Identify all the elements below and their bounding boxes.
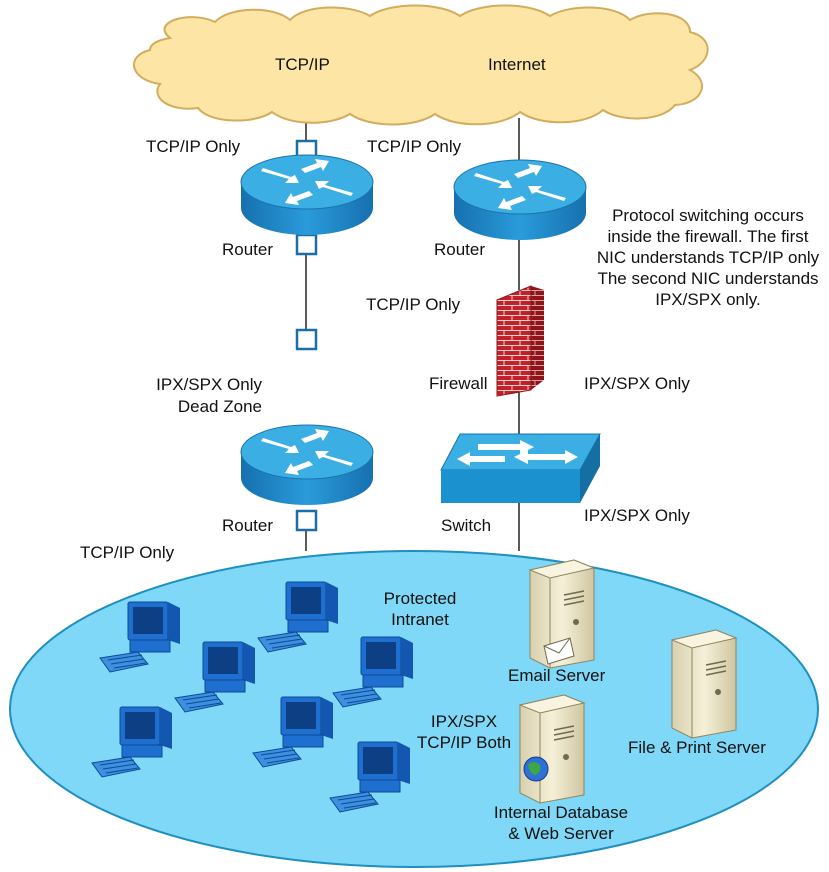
- left-bottom-protocol-label: TCP/IP Only: [80, 543, 175, 562]
- pc-icon: [174, 641, 255, 713]
- router-icon: [240, 424, 374, 505]
- left-router-top-label: Router: [222, 240, 274, 259]
- email-server-icon: [528, 559, 596, 669]
- intranet-title-line: Intranet: [391, 610, 449, 629]
- right-router-label: Router: [434, 240, 486, 259]
- pc-icon: [329, 741, 410, 813]
- switch-right-protocol-label: IPX/SPX Only: [584, 506, 690, 525]
- db-server-line: & Web Server: [508, 824, 614, 843]
- email-server-label: Email Server: [508, 666, 606, 685]
- pc-icon: [252, 696, 333, 768]
- right-top-protocol-label: TCP/IP Only: [367, 137, 462, 156]
- firewall-icon: [496, 285, 544, 397]
- note-line: NIC understands TCP/IP only: [596, 248, 820, 267]
- connection-lines: [305, 118, 520, 551]
- pc-icon: [332, 636, 413, 708]
- note-line: Protocol switching occurs: [612, 206, 804, 225]
- intranet-protocol-line: IPX/SPX: [430, 712, 498, 731]
- router-icon: [453, 159, 587, 240]
- file-print-server-icon: [670, 629, 738, 739]
- cloud-internet-label: Internet: [488, 55, 546, 74]
- protocol-switching-note: Protocol switching occurs inside the fir…: [588, 205, 828, 310]
- intranet-title-line: Protected: [383, 589, 457, 608]
- left-router-bottom-label: Router: [222, 516, 274, 535]
- left-router2-bottom-port: [295, 509, 318, 532]
- database-web-server-label: Internal Database & Web Server: [476, 802, 646, 844]
- router-icon: [240, 154, 374, 235]
- dead-zone-protocol-label: IPX/SPX Only: [156, 375, 262, 394]
- intranet-protocol-line: TCP/IP Both: [416, 733, 512, 752]
- pc-icons: [91, 581, 413, 813]
- firewall-right-protocol-label: IPX/SPX Only: [584, 374, 690, 393]
- pc-icon: [257, 581, 338, 653]
- dead-zone-label: Dead Zone: [177, 397, 262, 416]
- left-top-protocol-label: TCP/IP Only: [146, 137, 241, 156]
- cloud-protocol-label: TCP/IP: [275, 55, 330, 74]
- switch-icon: [440, 433, 601, 503]
- internet-cloud: [133, 4, 709, 126]
- switch-label: Switch: [441, 516, 492, 535]
- note-line: inside the firewall. The first: [607, 227, 809, 246]
- pc-icon: [99, 601, 180, 673]
- firewall-side-protocol-label: TCP/IP Only: [366, 295, 461, 314]
- pc-icon: [91, 706, 172, 778]
- left-router2-top-port: [295, 328, 318, 351]
- db-server-line: Internal Database: [493, 803, 629, 822]
- intranet-protocol-label: IPX/SPX TCP/IP Both: [404, 711, 524, 753]
- database-web-server-icon: [518, 694, 586, 804]
- protected-intranet-title: Protected Intranet: [370, 588, 470, 630]
- note-line: IPX/SPX only.: [655, 290, 761, 309]
- left-router1-bottom-port: [295, 233, 318, 256]
- protected-intranet-area: [9, 550, 819, 868]
- firewall-label: Firewall: [429, 374, 488, 393]
- note-line: The second NIC understands: [597, 269, 819, 288]
- file-print-server-label: File & Print Server: [628, 738, 766, 757]
